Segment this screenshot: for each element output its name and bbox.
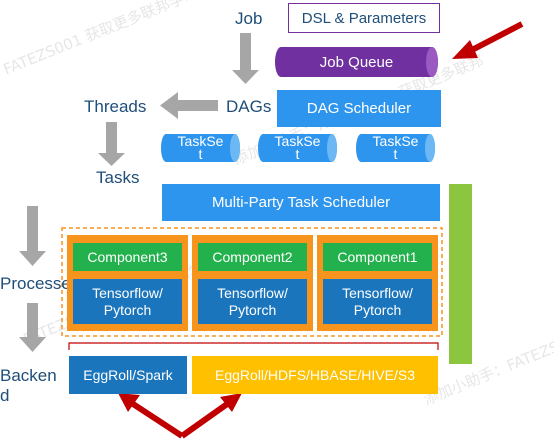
left-arrow-icon (160, 92, 218, 119)
multi-party-scheduler-label: Multi-Party Task Scheduler (211, 194, 391, 211)
job-queue-label: Job Queue (319, 53, 394, 71)
eggroll-storage-label: EggRoll/HDFS/HBASE/HIVE/S3 (215, 367, 415, 383)
taskset-label: TaskSe t (166, 134, 235, 162)
red-arrow-icon (452, 21, 524, 59)
framework-label-line2: Pytorch (353, 301, 402, 318)
dsl-parameters-label: DSL & Parameters (301, 9, 427, 27)
label-backend-line1: Backen (0, 366, 57, 385)
component-label: Component3 (87, 249, 168, 265)
framework-box: Tensorflow/ Pytorch (198, 279, 307, 324)
component-label: Component2 (212, 249, 293, 265)
framework-label-line1: Tensorflow/ (217, 284, 288, 301)
eggroll-spark-label: EggRoll/Spark (83, 367, 173, 383)
label-backend-line2: d (0, 386, 10, 405)
processes-dashed-frame (61, 227, 443, 337)
red-arrow-icon (118, 393, 184, 439)
framework-label-line1: Tensorflow/ (342, 284, 413, 301)
red-arrow-icon (180, 393, 242, 439)
framework-label-line2: Pytorch (228, 301, 277, 318)
taskset-cylinder (356, 134, 435, 162)
label-job: Job (235, 9, 263, 28)
framework-label-line2: Pytorch (103, 301, 152, 318)
dag-scheduler-box: DAG Scheduler (277, 90, 441, 127)
green-side-bar (449, 184, 472, 364)
component-box: Component2 (198, 243, 307, 271)
framework-box: Tensorflow/ Pytorch (73, 279, 182, 324)
down-arrow-icon (19, 303, 46, 352)
label-backend: Backen d (0, 366, 57, 406)
taskset-label: TaskSe t (263, 134, 332, 162)
eggroll-storage-box: EggRoll/HDFS/HBASE/HIVE/S3 (192, 356, 438, 394)
down-arrow-icon (98, 122, 125, 166)
component-column: Component1 Tensorflow/ Pytorch (317, 235, 438, 331)
down-arrow-icon (19, 206, 46, 266)
label-processes: Processes (0, 274, 80, 293)
label-tasks: Tasks (96, 168, 140, 187)
framework-label-line1: Tensorflow/ (92, 284, 163, 301)
job-queue-cylinder (275, 47, 438, 77)
component-label: Component1 (337, 249, 418, 265)
taskset-label: TaskSe t (361, 134, 430, 162)
framework-box: Tensorflow/ Pytorch (323, 279, 432, 324)
component-column: Component2 Tensorflow/ Pytorch (192, 235, 313, 331)
taskset-label-line2: t (393, 146, 398, 162)
label-dags: DAGs (226, 97, 272, 116)
taskset-label-line2: t (198, 146, 203, 162)
multi-party-scheduler-box: Multi-Party Task Scheduler (162, 184, 440, 221)
taskset-cylinder (258, 134, 337, 162)
taskset-label-line1: TaskSe (274, 133, 321, 149)
taskset-label-line1: TaskSe (372, 133, 419, 149)
taskset-label-line2: t (295, 146, 300, 162)
taskset-cylinder (161, 134, 240, 162)
dsl-parameters-box: DSL & Parameters (288, 3, 440, 33)
down-arrow-icon (232, 33, 259, 84)
component-box: Component1 (323, 243, 432, 271)
dag-scheduler-label: DAG Scheduler (306, 100, 412, 117)
taskset-label-line1: TaskSe (177, 133, 224, 149)
component-column: Component3 Tensorflow/ Pytorch (67, 235, 188, 331)
label-threads: Threads (84, 97, 147, 116)
component-box: Component3 (73, 243, 182, 271)
eggroll-spark-box: EggRoll/Spark (69, 356, 187, 394)
backend-bracket (68, 342, 439, 350)
